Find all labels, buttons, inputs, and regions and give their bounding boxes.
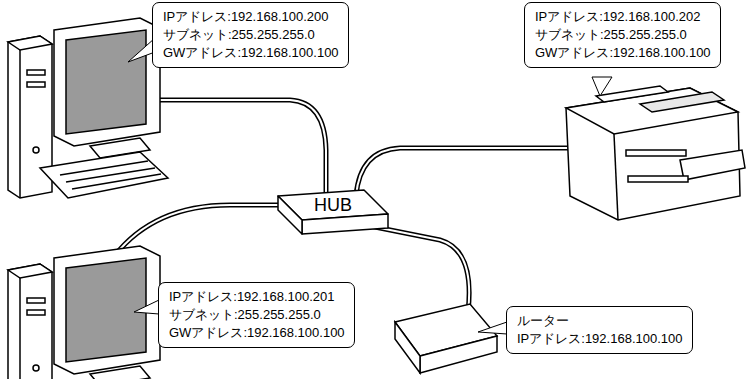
- pc-illustration: [8, 18, 168, 198]
- callout-box: IPアドレス:192.168.100.202サブネット:255.255.255.…: [524, 2, 721, 68]
- pc-illustration: [8, 246, 160, 379]
- printer-illustration: [566, 86, 745, 220]
- callout-text: ルーター: [517, 312, 683, 330]
- callout-tails: [128, 38, 612, 334]
- callout-box: IPアドレス:192.168.100.201サブネット:255.255.255.…: [158, 282, 355, 348]
- callout-text: サブネット:255.255.255.0: [535, 26, 711, 44]
- hub-box: HUB: [276, 188, 390, 236]
- callout-text: GWアドレス:192.168.100.100: [169, 324, 345, 342]
- callout-text: サブネット:255.255.255.0: [163, 26, 339, 44]
- callout-text: GWアドレス:192.168.100.100: [163, 44, 339, 62]
- hub-label: HUB: [314, 195, 352, 215]
- router-illustration: [395, 304, 497, 373]
- callout-box: IPアドレス:192.168.100.200サブネット:255.255.255.…: [152, 2, 349, 68]
- cables: [110, 100, 568, 312]
- callout-text: サブネット:255.255.255.0: [169, 306, 345, 324]
- callout-text: IPアドレス:192.168.100.201: [169, 288, 345, 306]
- callout-text: IPアドレス:192.168.100.202: [535, 8, 711, 26]
- callout-text: IPアドレス:192.168.100.200: [163, 8, 339, 26]
- callout-text: GWアドレス:192.168.100.100: [535, 44, 711, 62]
- callout-text: IPアドレス:192.168.100.100: [517, 330, 683, 348]
- callout-box: ルーターIPアドレス:192.168.100.100: [506, 306, 693, 354]
